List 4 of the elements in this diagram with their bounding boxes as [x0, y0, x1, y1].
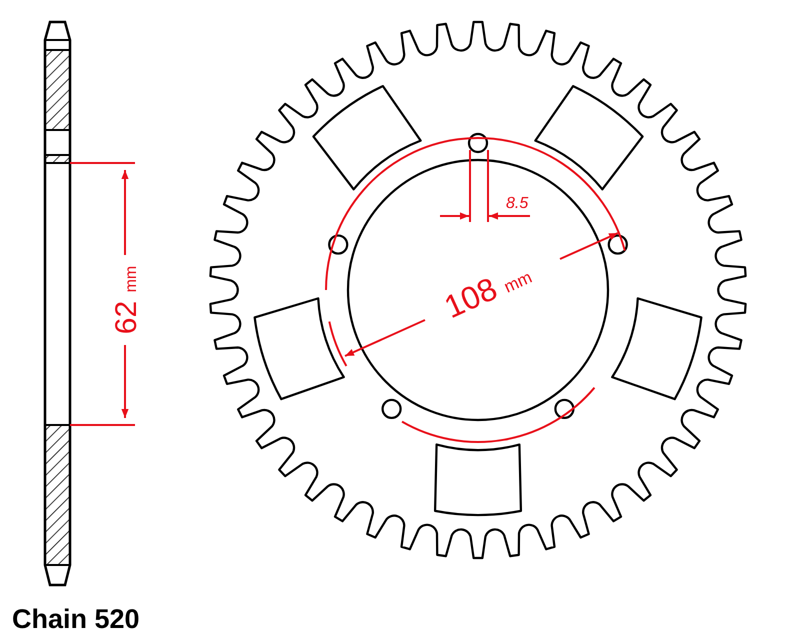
chain-size-label: Chain 520	[12, 604, 140, 634]
dimension-label: 8.5	[506, 195, 528, 212]
dimension-label: 62 mm	[110, 266, 143, 334]
dimension-label: 108 mm	[438, 268, 535, 326]
